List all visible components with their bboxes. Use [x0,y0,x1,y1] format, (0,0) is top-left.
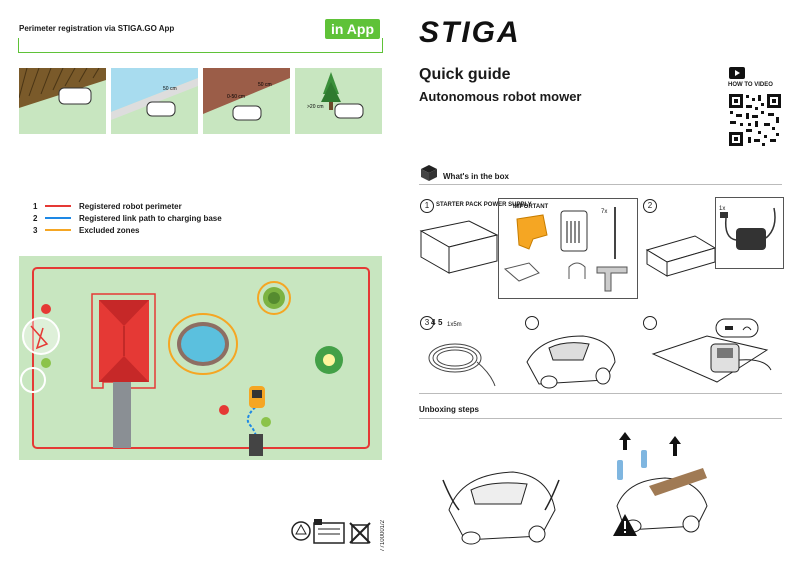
box-heading: What's in the box [443,172,509,181]
in-app-badge: in App [325,19,381,39]
footer-code: 77100001/2 [380,520,386,552]
tile-pool: 50 cm [111,68,198,134]
play-icon[interactable] [729,66,745,84]
tile-tree: >20 cm [295,68,382,134]
stiga-logo: STIGA [419,16,521,49]
excluded-swatch [45,229,71,231]
recycling-icon [290,520,312,547]
legend-num: 3 [33,225,38,235]
weee-bin-icon [348,519,372,550]
unboxing-remove-illustration [605,426,725,547]
legend-num: 1 [33,201,38,211]
robot-mower-illustration [521,328,621,397]
step-2-marker: 2 [643,199,657,213]
legend-label: Registered link path to charging base [79,213,222,223]
tile-wall-sub-label: 0-50 cm [227,94,245,100]
how-to-video-label: HOW TO VIDEO [728,82,773,88]
unboxing-lift-illustration [441,450,561,551]
step-robot-marker [525,316,539,330]
link-swatch [45,217,71,219]
tile-tree-label: >20 cm [307,104,324,110]
cable-length-label: 1x5m [447,322,462,328]
page-subtitle: Autonomous robot mower [419,89,582,104]
divider [419,393,782,394]
tile-pool-label: 50 cm [163,86,177,92]
tile-wooden-fence [19,68,106,134]
divider [419,184,782,185]
step-1-marker: 1 [420,199,434,213]
legend-num: 2 [33,213,38,223]
starter-pack-frame: IMPORTANT 7x [498,198,638,299]
cable-coil-illustration [421,330,501,395]
tile-brick-wall: 50 cm 0-50 cm [203,68,290,134]
perimeter-swatch [45,205,71,207]
tile-wall-label: 50 cm [258,82,272,88]
starter-pack-label: STARTER PACK POWER SUPPLY [436,202,532,208]
left-panel: Perimeter registration via STIGA.GO App … [18,19,386,552]
garden-map [19,256,382,460]
legend-label: Registered robot perimeter [79,201,182,211]
legend-item-link: 2 Registered link path to charging base [33,212,222,224]
power-supply-frame: 1x [715,197,784,269]
peg-qty: 7x [601,209,608,215]
perimeter-header: Perimeter registration via STIGA.GO App [19,24,175,33]
step-base-marker [643,316,657,330]
legend: 1 Registered robot perimeter 2 Registere… [33,200,222,236]
box-icon [419,163,439,186]
box-illustration [419,215,499,280]
step-3-marker: 3 [420,316,434,330]
qr-code[interactable] [728,93,782,147]
legend-label: Excluded zones [79,225,140,235]
right-panel: STIGA Quick guide Autonomous robot mower… [401,0,802,567]
legend-item-perimeter: 1 Registered robot perimeter [33,200,222,212]
charging-base-illustration [647,330,777,391]
battery-box-illustration [645,222,717,283]
important-label: IMPORTANT [513,204,549,210]
unboxing-heading: Unboxing steps [419,405,480,414]
header-bracket [18,38,383,53]
divider [419,418,782,419]
step-4-label: 4 [431,318,436,327]
page-title: Quick guide [419,66,511,83]
legend-item-excluded: 3 Excluded zones [33,224,222,236]
power-supply-qty: 1x [719,206,726,212]
step-5-label: 5 [438,318,443,327]
charging-station-badge [715,318,759,343]
manual-icon [312,517,346,550]
